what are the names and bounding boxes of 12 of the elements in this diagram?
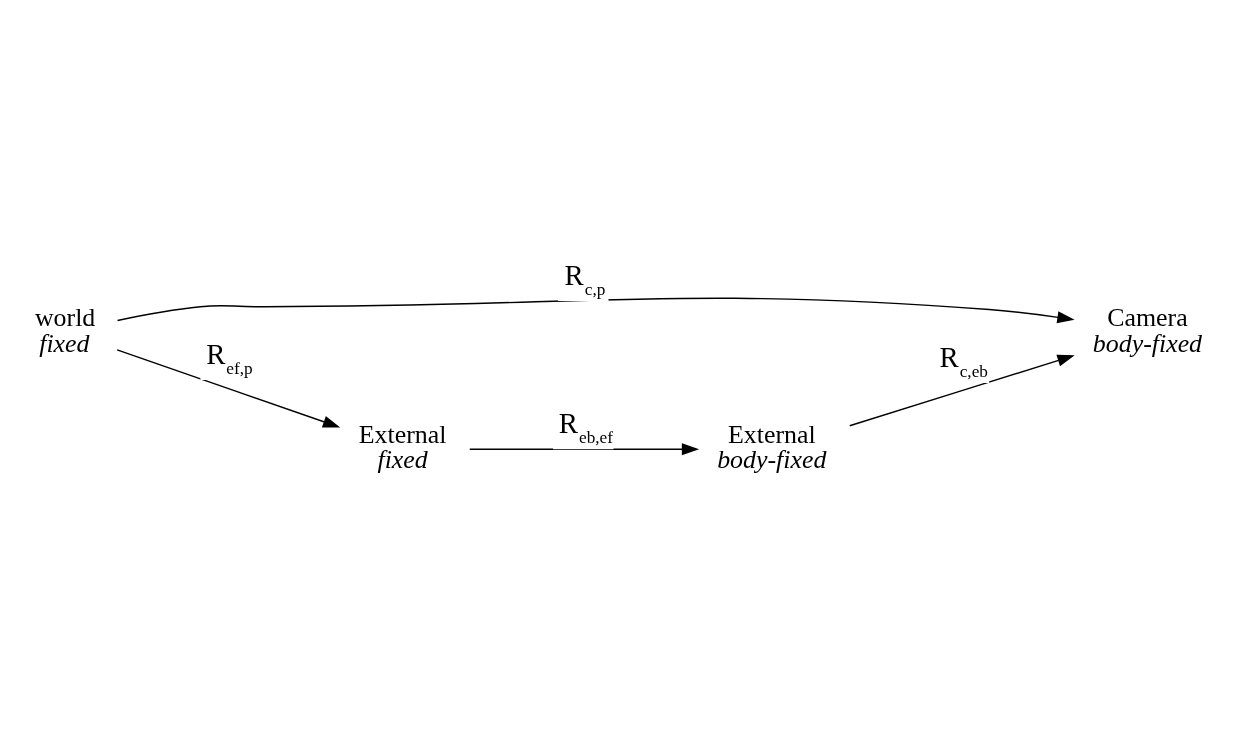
arrow [469,443,700,456]
arrow [116,349,341,428]
edge-label: R$_{c,eb}$ [939,341,988,381]
node-text: External fixed [358,419,447,475]
node-text: External body-fixed [717,419,827,475]
node-text: world fixed [34,302,96,358]
edge-label: R$_{ef,p}$ [206,338,253,378]
node-text: Camera body-fixed [1092,302,1203,358]
edge-label: R$_{c,p}$ [564,259,606,299]
arrow [849,354,1075,427]
arrow [116,297,1075,324]
edge-label: R$_{eb,ef}$ [558,407,614,447]
